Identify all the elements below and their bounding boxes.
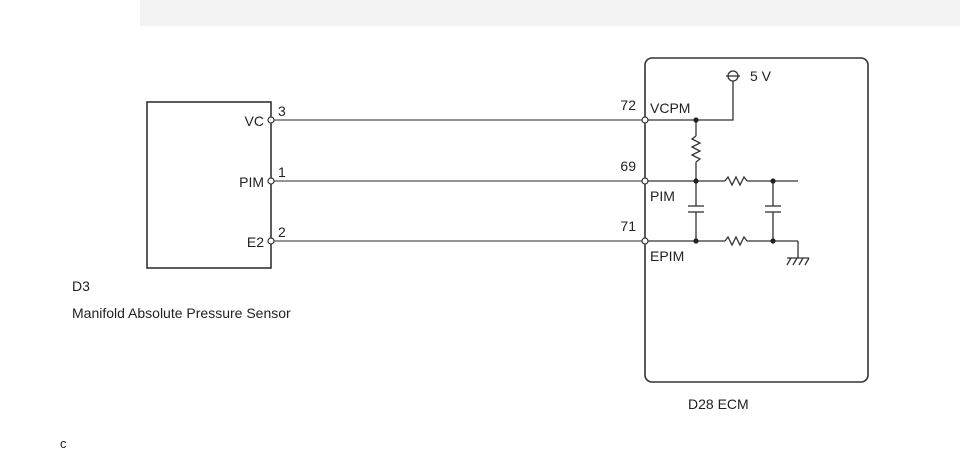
junction-dot: [770, 178, 776, 184]
sensor-pin-name-vc: VC: [245, 113, 264, 129]
corner-mark: c: [60, 436, 67, 451]
terminal-vc: [267, 116, 275, 124]
ecm-title: D28 ECM: [688, 396, 749, 412]
sensor-pin-number-e2: 2: [278, 224, 286, 240]
top-shade: [140, 0, 960, 26]
sensor-box: [146, 101, 272, 269]
junction-dots: [693, 117, 776, 244]
ecm-pin-number-72: 72: [620, 97, 636, 113]
junction-dot: [693, 178, 699, 184]
ecm-pin-number-69: 69: [620, 158, 636, 174]
junction-dot: [693, 117, 699, 123]
junction-dot: [693, 238, 699, 244]
terminal-epim: [641, 237, 649, 245]
ecm-pin-name-epim: EPIM: [650, 248, 684, 264]
terminal-e2: [267, 237, 275, 245]
sensor-code: D3: [72, 278, 90, 294]
junction-dot: [770, 238, 776, 244]
resistor-epim-icon: [724, 235, 748, 247]
terminal-pim: [267, 177, 275, 185]
ecm-pin-name-pim: PIM: [650, 188, 675, 204]
supply-voltage-label: 5 V: [750, 68, 772, 84]
ecm-pin-number-71: 71: [620, 218, 636, 234]
sensor-pin-number-vc: 3: [278, 103, 286, 119]
resistor-pullup-icon: [690, 135, 702, 163]
ground-icon: [786, 257, 810, 266]
resistor-pim-icon: [724, 175, 748, 187]
ecm-box: [644, 57, 869, 383]
sensor-pin-name-pim: PIM: [239, 174, 264, 190]
sensor-pin-name-e2: E2: [247, 234, 264, 250]
sensor-title: Manifold Absolute Pressure Sensor: [72, 305, 291, 321]
ecm-pin-name-vcpm: VCPM: [650, 100, 690, 116]
terminal-ecm-pim: [641, 177, 649, 185]
terminal-vcpm: [641, 116, 649, 124]
sensor-pin-number-pim: 1: [278, 164, 286, 180]
